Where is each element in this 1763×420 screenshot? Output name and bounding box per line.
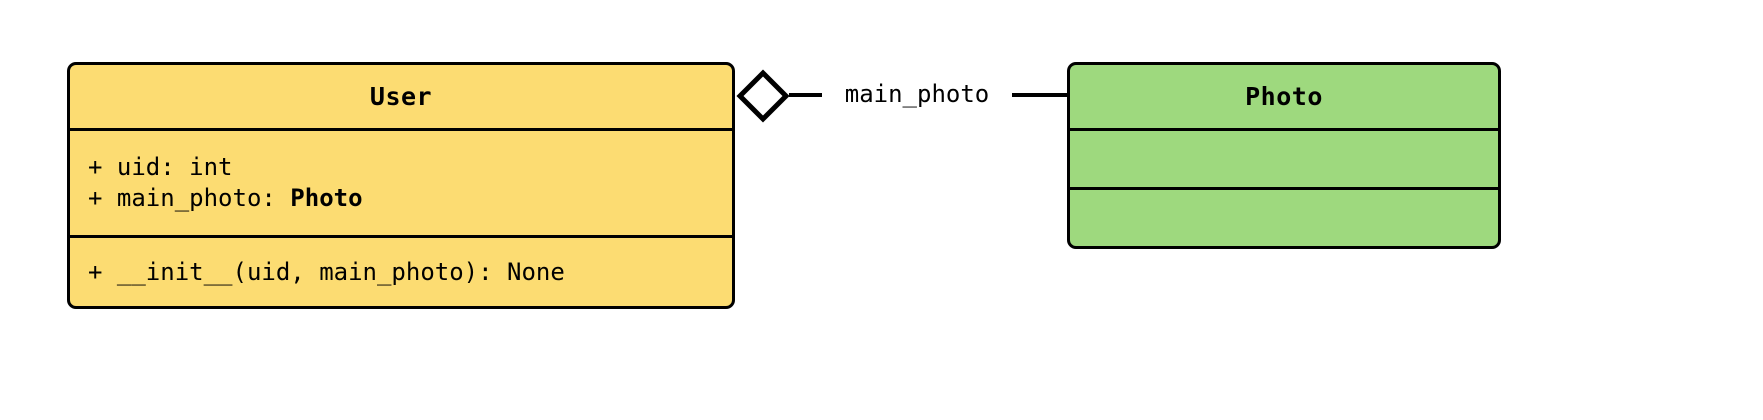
attribute-main-photo-text: + main_photo:: [88, 184, 291, 212]
class-photo-attributes: [1070, 128, 1498, 187]
attribute-main-photo-type: Photo: [290, 184, 363, 212]
method-init-text: + __init__(uid, main_photo): None: [88, 257, 565, 286]
class-photo-title: Photo: [1070, 65, 1498, 128]
attribute-uid-text: + uid: int: [88, 153, 233, 181]
class-user-title: User: [70, 65, 732, 128]
association-label-main-photo: main_photo: [822, 80, 1012, 108]
class-user-attribute-main-photo: + main_photo: Photo: [88, 183, 714, 214]
uml-class-user[interactable]: User + uid: int + main_photo: Photo + __…: [67, 62, 735, 309]
class-user-method-init: + __init__(uid, main_photo): None: [88, 257, 714, 288]
class-user-attribute-uid: + uid: int: [88, 152, 714, 183]
association-line-right: [1012, 93, 1068, 97]
class-user-attributes: + uid: int + main_photo: Photo: [70, 128, 732, 235]
class-user-methods: + __init__(uid, main_photo): None: [70, 235, 732, 306]
class-photo-name: Photo: [1245, 82, 1323, 111]
class-photo-methods: [1070, 187, 1498, 246]
association-line-left: [789, 93, 822, 97]
aggregation-diamond-icon: [736, 69, 790, 123]
class-user-name: User: [369, 82, 433, 111]
uml-class-photo[interactable]: Photo: [1067, 62, 1501, 249]
